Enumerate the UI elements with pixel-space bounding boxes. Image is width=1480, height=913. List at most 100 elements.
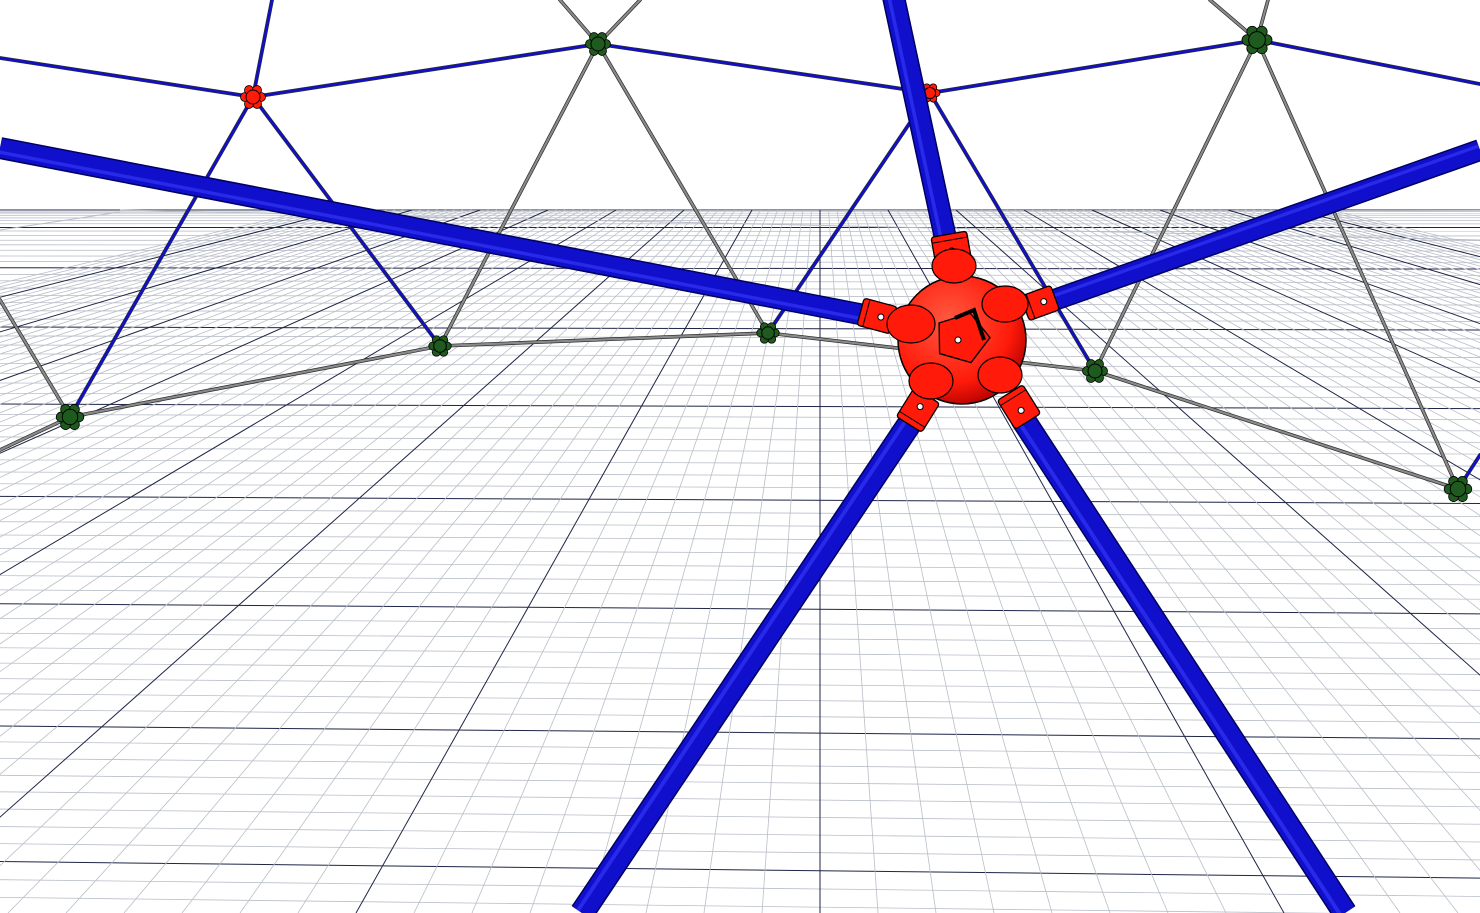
blue-strut xyxy=(928,38,1259,95)
grid-line xyxy=(0,310,1480,314)
grid-line xyxy=(0,392,1480,399)
grid-line xyxy=(0,209,438,349)
grid-line xyxy=(0,209,668,737)
grid-line xyxy=(0,575,1480,586)
bolt-hole xyxy=(877,313,885,321)
grid-line xyxy=(0,209,387,319)
grid-line xyxy=(297,209,744,913)
grid-line xyxy=(0,326,1480,331)
connector-core xyxy=(245,89,261,105)
grid-line xyxy=(0,209,625,597)
grid-line xyxy=(0,425,1480,432)
grid-line xyxy=(0,483,1480,492)
grid-line xyxy=(587,209,787,913)
grid-line xyxy=(0,508,1480,517)
blue-strut xyxy=(1012,411,1355,913)
grid-line xyxy=(123,209,719,913)
grid-line xyxy=(0,209,574,492)
grid-line xyxy=(964,209,1480,642)
grid-line xyxy=(0,521,1480,531)
grid-line xyxy=(1270,209,1480,267)
grid-line xyxy=(0,209,557,466)
grid-line xyxy=(0,209,515,414)
grid-line xyxy=(0,261,1480,264)
grid-line xyxy=(0,209,540,443)
grid-line xyxy=(0,647,1480,660)
gray-strut xyxy=(0,298,72,419)
sleeve-edge xyxy=(931,236,968,244)
grid-line xyxy=(0,209,693,867)
gray-strut xyxy=(0,415,72,452)
grid-line xyxy=(0,436,1480,443)
node-connector-icon xyxy=(240,85,266,109)
grid-line xyxy=(0,725,1480,740)
grid-line xyxy=(0,209,481,381)
grid-line xyxy=(1006,209,1480,516)
grid-line xyxy=(0,403,1480,410)
grid-line xyxy=(998,209,1480,537)
grid-edge xyxy=(0,211,121,231)
grid-line xyxy=(0,209,430,343)
pentagon-hub-connector-icon[interactable] xyxy=(856,230,1060,432)
grid-line xyxy=(1151,209,1480,331)
grid-line xyxy=(1108,209,1480,366)
grid-line xyxy=(0,879,1480,897)
grid-line xyxy=(0,617,1480,630)
grid-line xyxy=(955,209,1480,676)
grid-line xyxy=(0,209,353,302)
grid-line xyxy=(0,209,659,703)
node-connector-icon xyxy=(756,322,780,344)
grid-line xyxy=(645,209,795,913)
grid-line xyxy=(0,209,676,775)
grid-line xyxy=(836,209,937,913)
blue-strut xyxy=(883,0,958,253)
grid-line xyxy=(0,209,583,506)
grid-line xyxy=(1057,209,1480,425)
grid-line xyxy=(1125,209,1480,351)
grid-line xyxy=(1193,209,1480,303)
grid-line xyxy=(529,209,778,913)
grid-line xyxy=(1100,209,1480,374)
hub-nub xyxy=(908,362,954,400)
hub-nub xyxy=(977,356,1023,394)
grid-line xyxy=(1312,209,1480,252)
grid-line xyxy=(1015,209,1480,498)
grid-line xyxy=(1117,209,1480,358)
grid-line xyxy=(0,209,617,576)
sleeve-edge xyxy=(1000,389,1027,407)
grid-line xyxy=(1049,209,1480,437)
gray-strut xyxy=(438,42,600,348)
blue-strut xyxy=(0,56,255,99)
background-hubs xyxy=(55,25,1473,502)
grid-line xyxy=(0,471,1480,479)
grid-line xyxy=(0,447,1480,455)
grid-line xyxy=(972,209,1480,611)
grid-line xyxy=(0,459,1480,467)
grid-line xyxy=(0,209,600,538)
grid-line xyxy=(0,758,1480,773)
strut-highlight xyxy=(1038,144,1480,303)
grid-line xyxy=(0,209,498,397)
grid-line xyxy=(239,209,736,913)
grid-line xyxy=(181,209,727,913)
grid-line xyxy=(1023,209,1480,481)
node-connector-icon xyxy=(1241,25,1273,55)
grid-line xyxy=(930,209,1480,811)
grid-line xyxy=(828,209,879,913)
grid-line xyxy=(703,209,804,913)
gray-strut xyxy=(1093,38,1259,373)
grid-line xyxy=(0,534,1480,544)
strut-highlight xyxy=(0,150,880,324)
grid-line xyxy=(0,353,1480,358)
grid-line xyxy=(0,209,566,478)
grid-line xyxy=(938,209,1480,760)
gray-strut xyxy=(1093,369,1460,491)
blue-strut xyxy=(1255,38,1480,86)
hub-sleeve xyxy=(997,385,1041,429)
hub-nub xyxy=(931,248,977,284)
grid-line xyxy=(0,209,651,673)
blue-strut xyxy=(1036,141,1480,314)
